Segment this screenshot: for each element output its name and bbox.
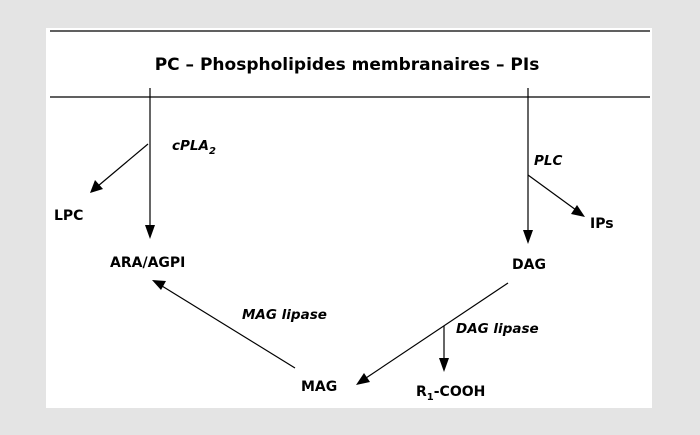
arrow-dag-to-mag xyxy=(356,282,509,385)
node-dag: DAG xyxy=(512,257,546,273)
arrow-dag-lipase-to-r1cooh xyxy=(439,326,449,372)
node-lpc: LPC xyxy=(54,208,83,224)
enzyme-cpla2-main: cPLA xyxy=(172,138,209,154)
header-title: PC – Phospholipides membranaires – PIs xyxy=(155,55,540,75)
node-r1-cooh-subscript: 1 xyxy=(427,392,434,403)
arrow-pc-to-ara xyxy=(145,88,155,239)
enzyme-cpla2-subscript: 2 xyxy=(209,146,216,157)
node-r1-cooh-prefix: R xyxy=(416,384,427,400)
node-r1-cooh: R1-COOH xyxy=(416,384,485,403)
node-ips: IPs xyxy=(590,216,614,232)
enzyme-dag-lipase: DAG lipase xyxy=(456,321,539,337)
node-ara-agpi: ARA/AGPI xyxy=(110,255,185,271)
node-r1-cooh-suffix: -COOH xyxy=(434,384,486,400)
diagram-panel: PC – Phospholipides membranaires – PIs c… xyxy=(46,28,652,408)
enzyme-mag-lipase: MAG lipase xyxy=(242,307,327,323)
arrow-pi-to-dag xyxy=(523,88,533,244)
arrow-cpla2-to-lpc xyxy=(90,143,149,193)
pathway-diagram: PC – Phospholipides membranaires – PIs c… xyxy=(50,30,650,403)
arrow-mag-to-ara xyxy=(152,280,296,369)
enzyme-plc: PLC xyxy=(534,153,562,169)
enzyme-cpla2: cPLA2 xyxy=(172,138,216,157)
arrow-plc-to-ips xyxy=(527,174,585,217)
node-mag: MAG xyxy=(301,379,337,395)
